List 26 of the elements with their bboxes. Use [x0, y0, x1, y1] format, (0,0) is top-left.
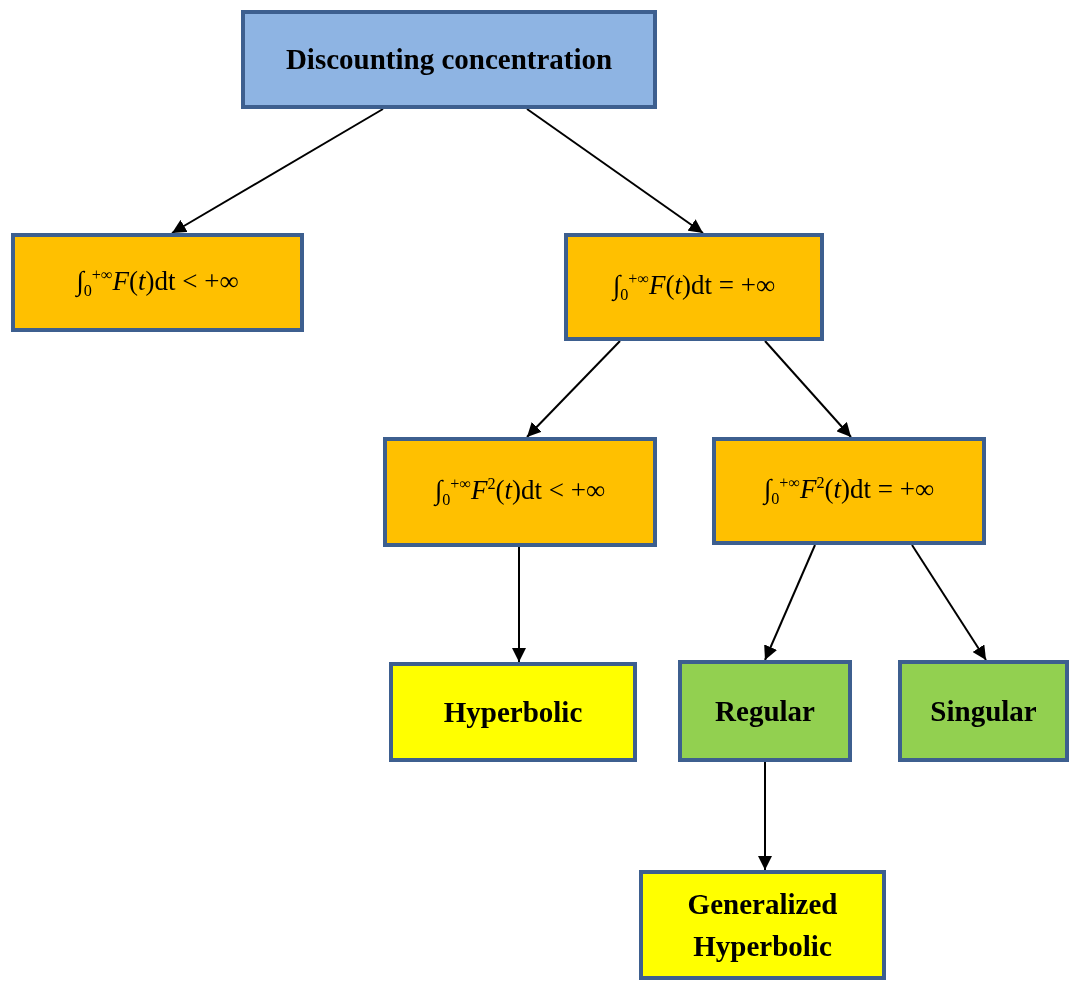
arrow: [526, 340, 621, 438]
formula-text: ∫$_{0}$$^{+∞}$F$^{2}$(t)dt = +∞: [763, 473, 935, 511]
box-label: Discounting concentration: [285, 42, 613, 78]
category-box: [639, 870, 886, 980]
box-label: Hyperbolic: [443, 694, 583, 730]
arrow: [512, 546, 526, 663]
box-label: Generalized Hyperbolic: [686, 886, 839, 964]
arrow: [764, 340, 852, 438]
category-box: [389, 662, 637, 762]
arrow: [764, 544, 816, 661]
formula-text: ∫$_{0}$$^{+∞}$F(t)dt = +∞: [612, 269, 776, 307]
formula-text: ∫$_{0}$$^{+∞}$F$^{2}$(t)dt < +∞: [434, 474, 606, 512]
condition-box: [564, 233, 824, 341]
arrow: [758, 761, 772, 871]
box-label: Regular: [715, 693, 815, 729]
condition-box: [712, 437, 986, 545]
arrow: [526, 108, 704, 234]
arrow: [171, 108, 384, 234]
condition-box: [383, 437, 657, 547]
condition-box: [11, 233, 304, 332]
box-label: Singular: [930, 693, 1037, 729]
category-box: [241, 10, 657, 109]
category-box: [898, 660, 1069, 762]
arrow: [911, 544, 987, 661]
category-box: [678, 660, 852, 762]
formula-text: ∫$_{0}$$^{+∞}$F(t)dt < +∞: [76, 264, 239, 302]
